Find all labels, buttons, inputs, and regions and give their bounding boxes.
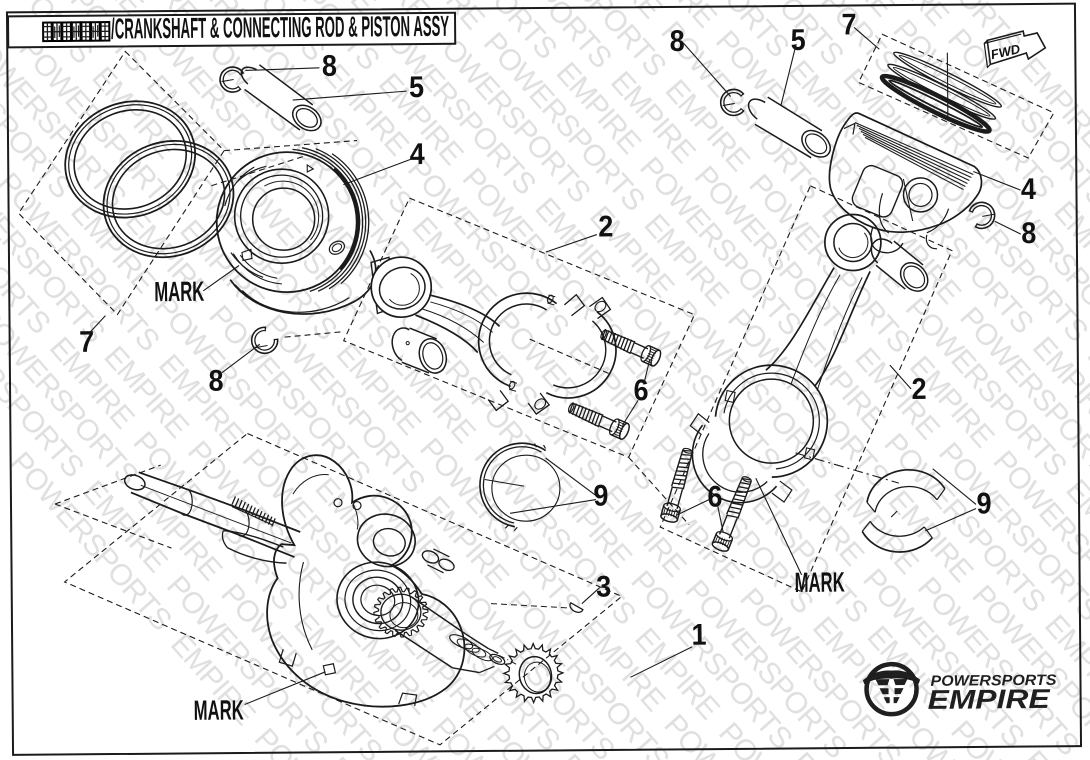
- svg-text:4: 4: [1021, 173, 1037, 206]
- svg-text:8: 8: [1021, 217, 1036, 250]
- svg-text:1: 1: [691, 619, 706, 652]
- svg-text:5: 5: [791, 24, 806, 57]
- svg-text:8: 8: [322, 50, 337, 83]
- svg-text:6: 6: [633, 374, 648, 407]
- svg-text:7: 7: [841, 8, 856, 41]
- svg-text:MARK: MARK: [795, 567, 845, 598]
- svg-text:MARK: MARK: [194, 694, 244, 725]
- svg-text:FWD: FWD: [989, 41, 1022, 62]
- svg-text:3: 3: [596, 570, 611, 603]
- svg-text:9: 9: [976, 487, 991, 520]
- svg-text:MARK: MARK: [154, 276, 204, 307]
- svg-text:7: 7: [79, 326, 94, 359]
- svg-text:/CRANKSHAFT & CONNECTING ROD &: /CRANKSHAFT & CONNECTING ROD & PISTON AS…: [111, 11, 449, 46]
- svg-text:2: 2: [911, 373, 926, 406]
- svg-text:6: 6: [707, 481, 722, 514]
- svg-text:POWERSPORTS: POWERSPORTS: [930, 672, 1056, 690]
- svg-text:8: 8: [208, 365, 223, 398]
- svg-text:5: 5: [409, 71, 424, 104]
- svg-text:2: 2: [598, 210, 613, 243]
- svg-text:9: 9: [593, 479, 608, 512]
- svg-text:8: 8: [670, 25, 685, 58]
- svg-text:4: 4: [410, 138, 426, 171]
- svg-text:EMPIRE: EMPIRE: [928, 684, 1051, 715]
